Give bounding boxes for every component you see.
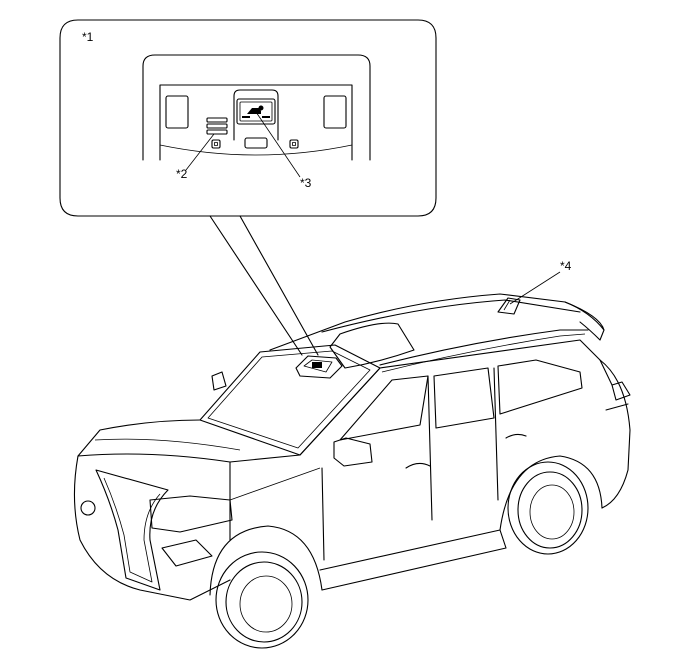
leader-2 — [185, 133, 215, 171]
leader-3 — [255, 111, 301, 178]
small-button-left — [211, 139, 221, 149]
front-door-handle — [405, 462, 431, 469]
inset-leader-left — [209, 215, 303, 356]
center-button — [244, 137, 268, 149]
windshield — [199, 344, 381, 456]
leader-4 — [509, 271, 561, 305]
sunroof — [329, 322, 415, 369]
emblem — [80, 500, 96, 516]
roof-console-small — [295, 355, 343, 379]
callout-4: *4 — [560, 259, 572, 273]
front-wheel — [215, 551, 309, 649]
right-map-lamp — [323, 95, 347, 129]
side-mirror — [333, 437, 373, 467]
roof-antenna — [497, 297, 521, 315]
quarter-window — [497, 359, 583, 415]
telematics-switch — [236, 98, 276, 125]
headlight — [149, 495, 233, 533]
spindle-grille — [95, 469, 169, 591]
rear-door-handle — [505, 433, 527, 439]
inset-leader-right — [239, 215, 319, 356]
callout-2: *2 — [176, 167, 188, 181]
left-map-lamp — [165, 95, 189, 129]
callout-3: *3 — [300, 176, 312, 190]
detail-inset — [59, 19, 437, 356]
vehicle-outline — [73, 271, 631, 649]
front-side-window — [339, 375, 429, 441]
microphone-grille — [206, 117, 228, 135]
overhead-console-detail — [142, 54, 371, 161]
rear-wheel — [507, 461, 589, 555]
rear-door-window — [433, 367, 495, 429]
small-button-right — [289, 139, 299, 149]
callout-1: *1 — [82, 30, 94, 44]
